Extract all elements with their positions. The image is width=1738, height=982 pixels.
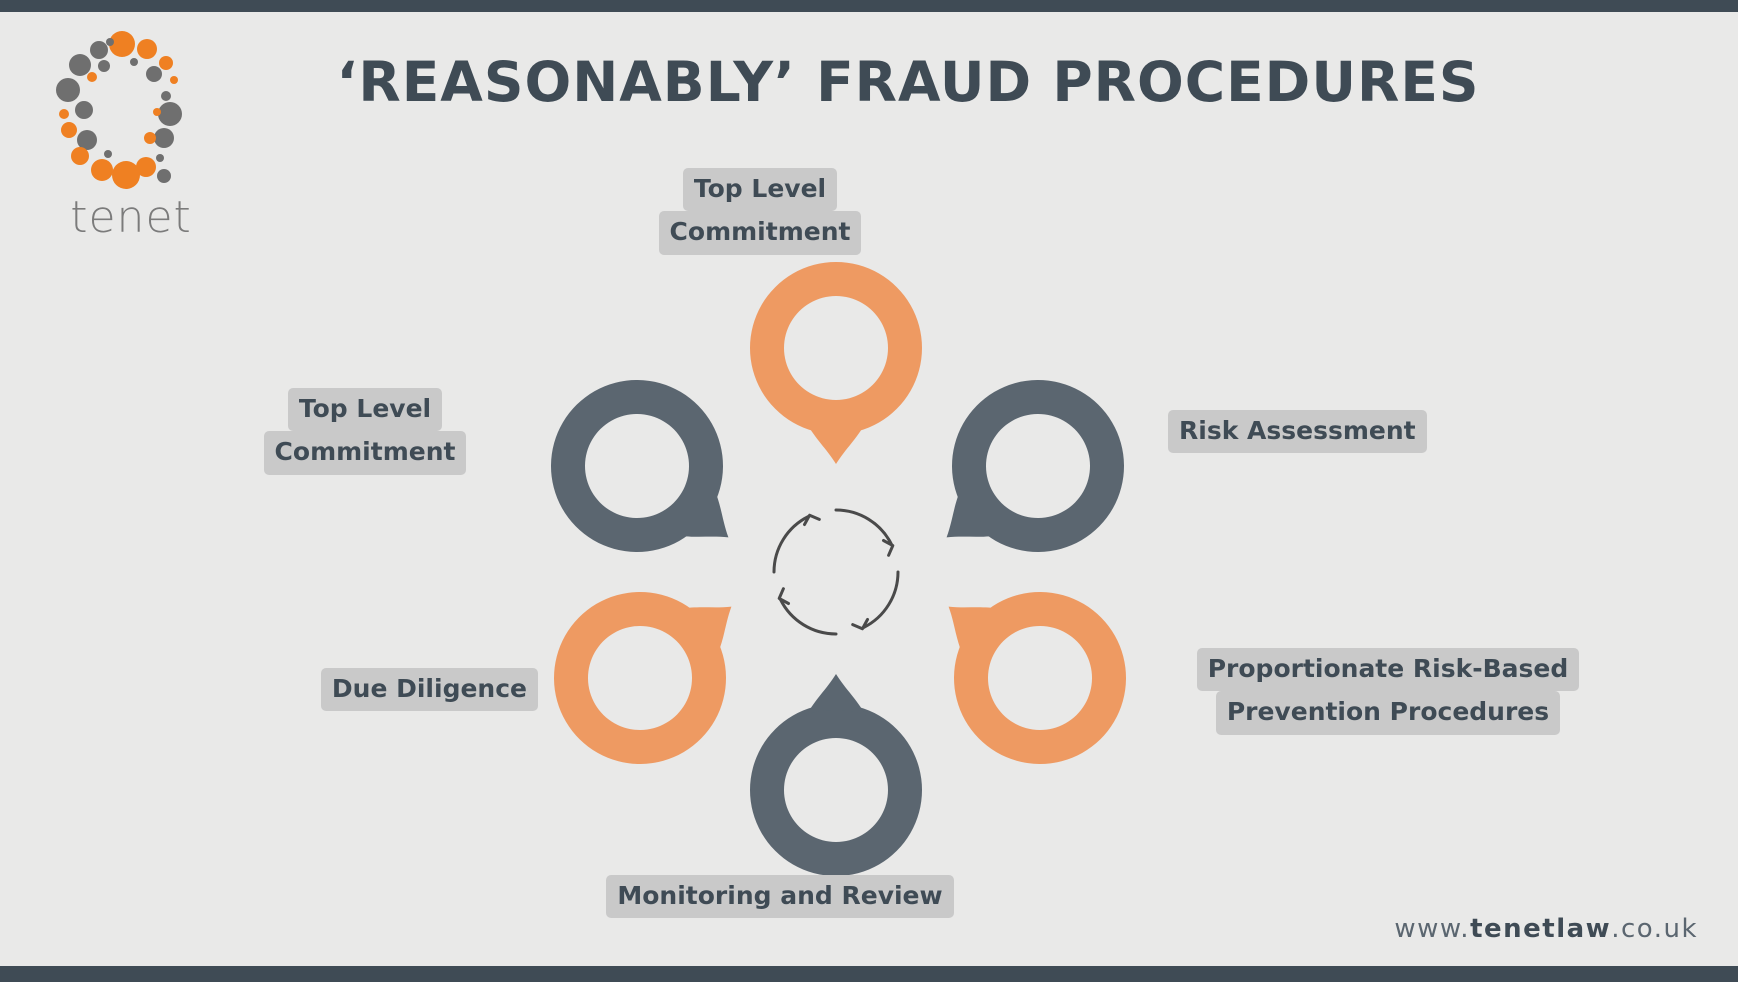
- node-label-top-line-2: Commitment: [658, 211, 862, 255]
- node-label-top-right: Risk Assessment: [1168, 410, 1588, 454]
- node-label-top-left-line-2: Commitment: [263, 431, 467, 475]
- node-label-bottom-right-line-2: Prevention Procedures: [1215, 691, 1561, 735]
- node-label-top-left: Top Level Commitment: [205, 388, 525, 475]
- node-label-bottom-line-1: Monitoring and Review: [606, 875, 954, 919]
- ring-node-bottom: [750, 674, 923, 876]
- ring-node-top-left: [516, 345, 782, 606]
- node-label-bottom: Monitoring and Review: [600, 875, 960, 919]
- node-label-top-right-line-1: Risk Assessment: [1168, 410, 1427, 454]
- ring-node-bottom-left: [519, 538, 785, 799]
- top-accent-bar: [0, 0, 1738, 12]
- footer-website: www.tenetlaw.co.uk: [1394, 914, 1698, 944]
- ring-node-top: [749, 262, 922, 464]
- node-label-top: Top Level Commitment: [600, 168, 920, 255]
- node-label-bottom-left-line-1: Due Diligence: [320, 668, 538, 712]
- brand-wordmark: tenet: [70, 192, 192, 243]
- footer-prefix: www.: [1394, 914, 1471, 944]
- brand-logo: tenet: [42, 30, 222, 243]
- node-label-top-left-line-1: Top Level: [287, 388, 443, 432]
- tenet-dot-ring-logo-icon: [56, 31, 182, 189]
- footer-suffix: .co.uk: [1611, 914, 1698, 944]
- node-label-bottom-left: Due Diligence: [178, 668, 538, 712]
- ring-node-bottom-right: [895, 538, 1161, 799]
- ring-node-top-right: [893, 345, 1159, 606]
- node-label-bottom-right: Proportionate Risk-Based Prevention Proc…: [1168, 648, 1608, 735]
- page-title: ‘REASONABLY’ FRAUD PROCEDURES: [336, 50, 1480, 114]
- node-label-top-line-1: Top Level: [682, 168, 838, 212]
- node-label-bottom-right-line-1: Proportionate Risk-Based: [1196, 648, 1580, 692]
- circular-arrows-icon: [772, 508, 900, 636]
- footer-brand: tenetlaw: [1470, 914, 1612, 944]
- bottom-accent-bar: [0, 966, 1738, 982]
